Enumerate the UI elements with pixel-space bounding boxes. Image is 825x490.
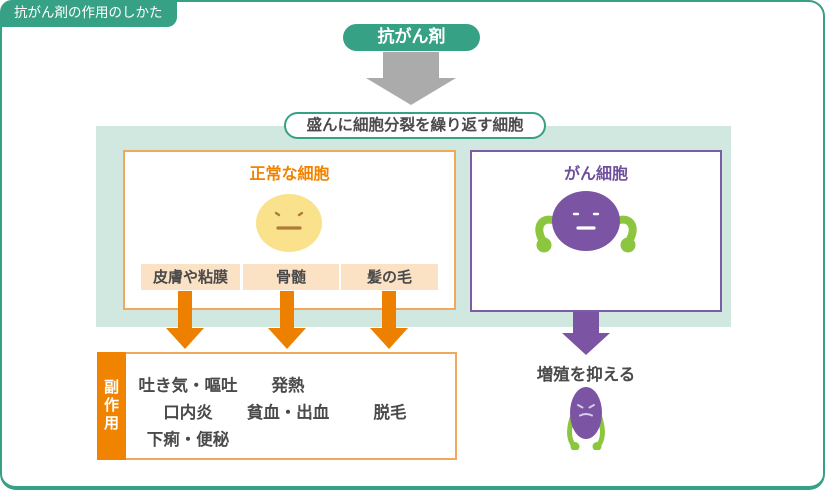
tissue-label-skin-mucosa: 皮膚や粘膜 [141, 264, 240, 290]
tissue-down-arrow-icon [370, 291, 408, 349]
tissue-label-bone-marrow: 骨髄 [243, 264, 339, 290]
side-effects-column-skin: 吐き気・嘔吐 口内炎 下痢・便秘 [128, 372, 248, 453]
side-effect-item: 脱毛 [373, 403, 407, 422]
weakened-cancer-cell-icon [567, 387, 605, 450]
tissue-label-hair: 髪の毛 [341, 264, 438, 290]
cancer-cell-icon [535, 191, 637, 253]
side-effects-column-hair: 脱毛 [352, 399, 428, 426]
side-effect-item: 口内炎 [163, 403, 213, 422]
drug-label: 抗がん剤 [343, 24, 480, 51]
side-effect-item: 貧血・出血 [246, 403, 330, 422]
side-effect-item: 下痢・便秘 [146, 430, 230, 449]
side-effect-item: 発熱 [271, 376, 305, 395]
dividing-cells-label: 盛んに細胞分裂を繰り返す細胞 [284, 112, 546, 139]
cancer-cell-title: がん細胞 [563, 164, 628, 183]
side-effects-column-marrow: 発熱 貧血・出血 [240, 372, 336, 426]
side-effects-tab-label: 副作用 [102, 379, 120, 433]
tissue-down-arrow-icon [166, 291, 204, 349]
normal-cell-title: 正常な細胞 [249, 164, 330, 183]
tissue-down-arrow-icon [268, 291, 306, 349]
side-effects-tab: 副作用 [97, 352, 126, 460]
cancer-result-label: 増殖を抑える [536, 365, 636, 384]
normal-cell-face-icon [256, 194, 322, 252]
side-effect-item: 吐き気・嘔吐 [138, 376, 238, 395]
page-title: 抗がん剤の作用のしかた [0, 0, 177, 27]
drug-down-arrow-icon [366, 52, 456, 105]
cancer-down-arrow-icon [562, 312, 610, 355]
